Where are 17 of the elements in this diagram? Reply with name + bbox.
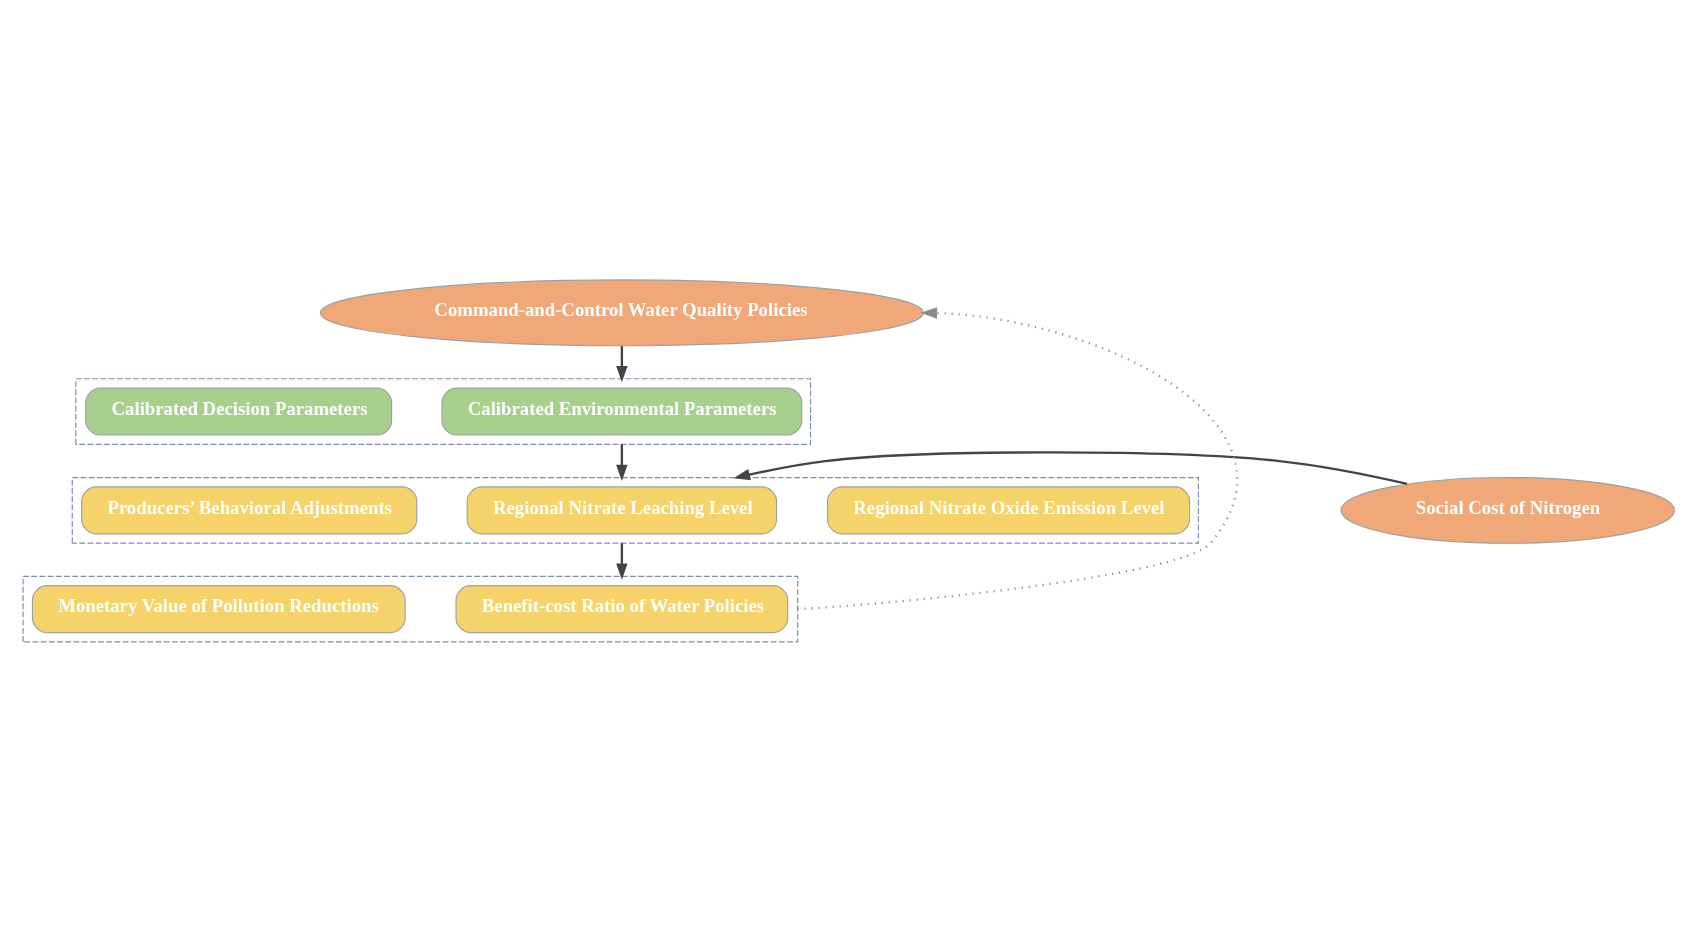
arrow bbox=[797, 306, 1238, 610]
node-ellipse: Social Cost of Nitrogen bbox=[1340, 476, 1676, 544]
arrow bbox=[733, 450, 1408, 485]
node-box: Monetary Value of Pollution Reductions bbox=[31, 584, 406, 633]
node-box: Regional Nitrate Oxide Emission Level bbox=[826, 485, 1191, 534]
node-box: Regional Nitrate Leaching Level bbox=[466, 485, 778, 534]
cluster bbox=[22, 575, 799, 643]
node-box: Producers’ Behavioral Adjustments bbox=[81, 485, 418, 534]
arrow bbox=[616, 542, 628, 580]
node-box: Calibrated Decision Parameters bbox=[85, 387, 393, 436]
node-ellipse: Command-and-Control Water Quality Policies bbox=[319, 278, 924, 346]
node-box: Benefit-cost Ratio of Water Policies bbox=[455, 584, 789, 633]
cluster bbox=[71, 476, 1199, 544]
arrow bbox=[616, 345, 628, 382]
cluster bbox=[75, 377, 812, 445]
node-box: Calibrated Environmental Parameters bbox=[441, 387, 803, 436]
arrow bbox=[616, 443, 628, 481]
